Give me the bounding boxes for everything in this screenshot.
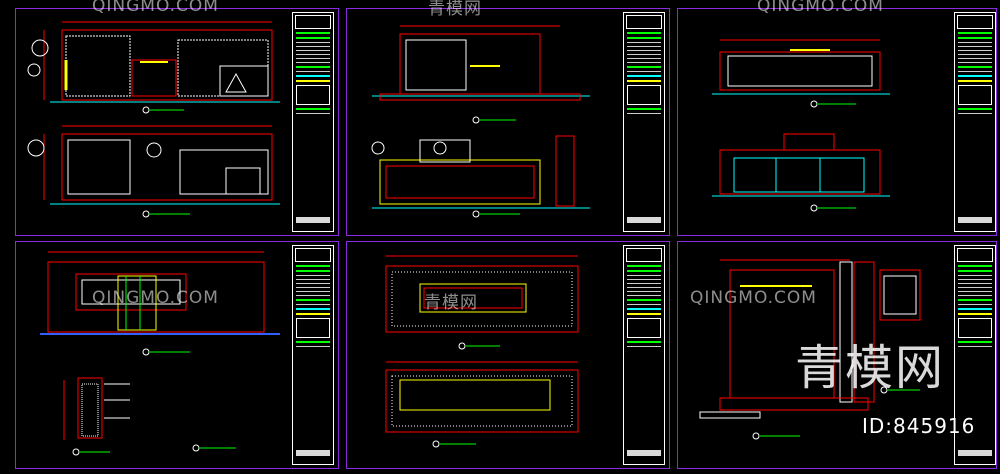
sheet-5-frame: [346, 241, 670, 469]
sheet-1-elevation-top: [27, 21, 280, 114]
sheet-3-elevation-bottom: [712, 133, 890, 212]
title-block-5: [623, 245, 665, 465]
watermark-latin: QINGMO.COM: [92, 288, 219, 308]
watermark-cn: 青模网: [424, 293, 478, 313]
title-block-4: [292, 245, 334, 465]
sheet-3-elevation-top: [712, 39, 890, 108]
sheet-6-section: [699, 259, 921, 440]
sheet-2-elevation-top: [372, 25, 590, 124]
sheet-4-elevation-top: [40, 251, 280, 356]
watermark-id: ID:845916: [862, 414, 976, 438]
sheet-3-frame: [677, 8, 997, 236]
watermark-latin: QINGMO.COM: [757, 0, 884, 16]
sheet-1-elevation-bottom: [27, 125, 280, 218]
watermark-cn: 青模网: [428, 0, 482, 19]
sheet-1-frame: [15, 8, 339, 236]
title-block-2: [623, 12, 665, 232]
watermark-latin: QINGMO.COM: [690, 288, 817, 308]
watermark-latin: QINGMO.COM: [92, 0, 219, 16]
title-block-1: [292, 12, 334, 232]
title-block-3: [954, 12, 996, 232]
watermark-big-cn: 青模网: [795, 340, 946, 396]
sheet-5-elevation-top: [385, 255, 579, 350]
sheet-4-detail: [63, 377, 236, 456]
sheet-5-elevation-bottom: [385, 361, 579, 448]
sheet-4-frame: [15, 241, 339, 469]
title-block-6: [954, 245, 996, 465]
sheet-2-elevation-bottom: [371, 135, 590, 218]
